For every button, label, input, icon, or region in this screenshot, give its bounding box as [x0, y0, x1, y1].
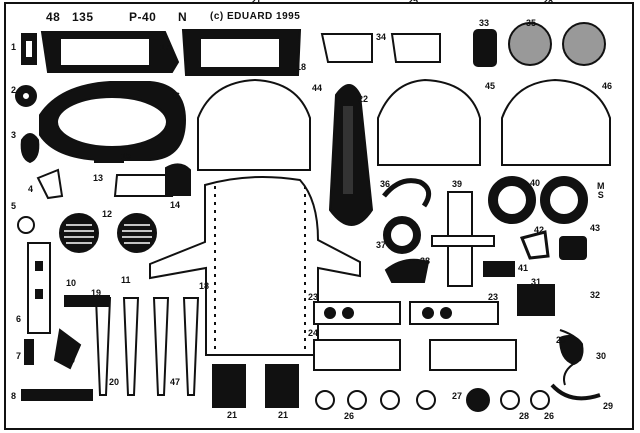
part-number: 16 — [170, 91, 181, 101]
ruler-number: 25 — [408, 0, 419, 6]
part-number: 23 — [308, 292, 319, 302]
part-number: 38 — [420, 256, 431, 266]
part-number: 25 — [556, 335, 567, 345]
part-number: 47 — [170, 377, 181, 387]
part-number: 13 — [93, 173, 104, 183]
kit-name: P-40 — [129, 10, 157, 24]
part-number: 5 — [11, 201, 17, 211]
part-number: 21 — [227, 410, 238, 420]
part-number: 22 — [358, 94, 369, 104]
part-number: 19 — [91, 288, 102, 298]
part-number: 26 — [544, 411, 555, 421]
part-number: 30 — [596, 351, 607, 361]
kit-variant: N — [178, 10, 188, 24]
part-number: 44 — [312, 83, 323, 93]
part-number: 31 — [531, 277, 542, 287]
part-number: 27 — [452, 391, 463, 401]
part-number: 24 — [308, 328, 319, 338]
part-number: 43 — [590, 223, 601, 233]
part-number: 32 — [590, 290, 601, 300]
part-number: 40 — [530, 178, 541, 188]
part-number: 21 — [278, 410, 289, 420]
part-number: 6 — [16, 314, 22, 324]
scale-label: 48 — [46, 10, 61, 24]
part-number: 18 — [199, 281, 210, 291]
part-number: 7 — [16, 351, 22, 361]
part-number: 34 — [376, 32, 387, 42]
part-number: 46 — [602, 81, 613, 91]
fret-frame — [4, 2, 634, 430]
ruler-number: 28 — [543, 0, 554, 6]
catalog-number: 135 — [72, 10, 94, 24]
part-number: 2 — [11, 85, 17, 95]
part-number: 36 — [380, 179, 391, 189]
copyright: (c) EDUARD 1995 — [210, 11, 301, 22]
part-number: 28 — [519, 411, 530, 421]
part-number: 4 — [28, 184, 34, 194]
part-number: 39 — [452, 179, 463, 189]
part-number: 8 — [11, 391, 17, 401]
part-number: 33 — [479, 18, 490, 28]
part-number: 20 — [109, 377, 120, 387]
part-number: 14 — [170, 200, 181, 210]
part-number: 26 — [344, 411, 355, 421]
part-number: 17 — [160, 42, 171, 52]
part-number: 37 — [376, 240, 387, 250]
part-number: 9 — [70, 355, 76, 365]
part-number: 23 — [488, 292, 499, 302]
part-number: 10 — [66, 278, 77, 288]
part-number: 35 — [526, 18, 537, 28]
part-number: 3 — [11, 130, 17, 140]
part-number: 15 — [121, 151, 132, 161]
part-number: 11 — [121, 275, 131, 285]
part-number: 41 — [518, 263, 529, 273]
part-number: 18 — [296, 62, 307, 72]
ruler-number: 21 — [251, 0, 262, 6]
part-number: 45 — [485, 81, 496, 91]
part-number: 42 — [534, 225, 545, 235]
part-number: 29 — [603, 401, 614, 411]
part-number: 12 — [102, 209, 113, 219]
part-number: 1 — [11, 42, 17, 52]
